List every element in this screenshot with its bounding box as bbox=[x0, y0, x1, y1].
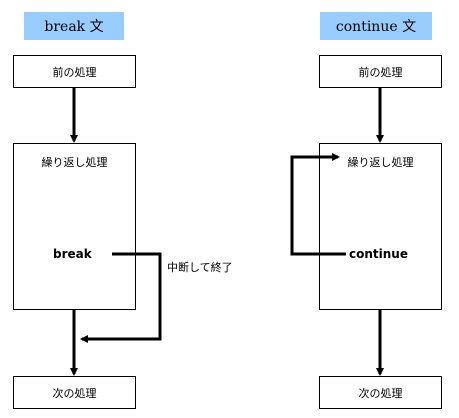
break-loop-box: 繰り返し処理 bbox=[13, 143, 136, 310]
break-before-box: 前の処理 bbox=[13, 55, 136, 88]
break-loop-label: 繰り返し処理 bbox=[41, 156, 108, 169]
continue-after-box: 次の処理 bbox=[319, 376, 442, 409]
break-keyword: break bbox=[53, 247, 92, 261]
continue-loop-box: 繰り返し処理 bbox=[319, 143, 442, 310]
continue-after-label: 次の処理 bbox=[358, 386, 403, 400]
break-title: break 文 bbox=[24, 12, 124, 40]
continue-before-label: 前の処理 bbox=[358, 65, 403, 79]
continue-before-box: 前の処理 bbox=[319, 55, 442, 88]
continue-loop-label: 繰り返し処理 bbox=[347, 156, 414, 169]
break-after-box: 次の処理 bbox=[13, 376, 136, 409]
break-after-label: 次の処理 bbox=[52, 386, 97, 400]
continue-title: continue 文 bbox=[320, 12, 432, 40]
break-title-text: break 文 bbox=[44, 19, 104, 35]
break-before-label: 前の処理 bbox=[52, 65, 97, 79]
break-note: 中断して終了 bbox=[167, 261, 233, 274]
continue-keyword: continue bbox=[349, 247, 408, 261]
continue-title-text: continue 文 bbox=[335, 19, 417, 35]
